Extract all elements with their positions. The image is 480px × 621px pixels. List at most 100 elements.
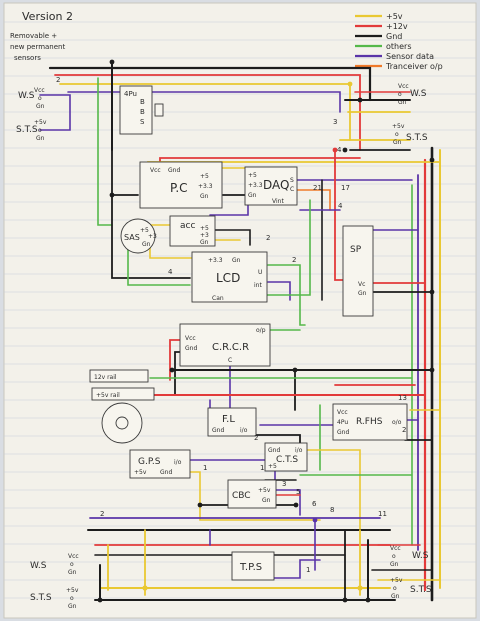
svg-text:21: 21 [313, 184, 322, 192]
cbc-label: CBC [232, 491, 251, 501]
speaker-inner [115, 416, 129, 430]
svg-text:+5: +5 [200, 173, 209, 180]
svg-text:3: 3 [282, 480, 286, 488]
svg-text:+5: +5 [268, 463, 277, 470]
subtitle-line-2: new permanent [10, 43, 65, 51]
cbc-box [227, 479, 277, 509]
rail-12v-label: 12v rail [94, 374, 117, 381]
ws-top-left-label: W.S [18, 91, 35, 101]
svg-text:Gn: Gn [398, 99, 407, 106]
svg-text:+5v: +5v [258, 487, 271, 494]
svg-text:o: o [38, 127, 42, 134]
svg-text:4: 4 [338, 202, 343, 210]
sts-top-right-label: S.T.S [406, 133, 428, 143]
sensor-labels: W.S Vcc o Gn S.T.S +5v o Gn W.S Vcc o Gn… [16, 83, 432, 610]
sts-top-left-label: S.T.S [16, 125, 38, 135]
crcr-box [179, 323, 271, 367]
gps-label: G.P.S [138, 457, 161, 467]
svg-text:Gnd: Gnd [268, 447, 280, 454]
svg-text:1: 1 [306, 566, 310, 574]
svg-text:Vcc: Vcc [398, 83, 409, 90]
sas-label: SAS [124, 233, 140, 242]
svg-text:4Pu: 4Pu [337, 419, 348, 426]
svg-text:B: B [140, 108, 145, 116]
svg-text:4: 4 [337, 146, 342, 154]
pc-label: P.C [170, 181, 188, 195]
svg-text:Gnd: Gnd [168, 167, 180, 174]
svg-text:2: 2 [292, 256, 296, 264]
svg-text:Vcc: Vcc [390, 545, 401, 552]
connector-block [119, 85, 153, 135]
svg-text:Gn: Gn [36, 103, 45, 110]
tps-box [231, 551, 275, 581]
svg-text:3: 3 [333, 118, 337, 126]
wire-number-labels: 2 3 4 4 17 21 2 2 4 1 1 2 3 5 6 8 11 13 … [56, 76, 407, 574]
legend-label-tranceiver: Tranceiver o/p [385, 62, 443, 71]
sp-label: SP [350, 245, 362, 255]
fl-label: F.L [222, 414, 235, 425]
svg-text:Gn: Gn [358, 290, 367, 297]
rail-5v-label: +5v rail [96, 392, 120, 399]
svg-text:13: 13 [398, 394, 407, 402]
subtitle-line-3: sensors [14, 54, 41, 62]
svg-text:17: 17 [341, 184, 350, 192]
svg-text:Vint: Vint [272, 198, 284, 205]
svg-text:+5: +5 [200, 225, 209, 232]
svg-text:o: o [70, 595, 74, 602]
gps-box [129, 449, 191, 479]
connector-plug [154, 103, 164, 117]
acc-box [169, 215, 216, 247]
component-labels: 4Pu B B S P.C Vcc Gnd +5 +3.3 Gn DAQ +5 … [94, 90, 402, 573]
rfhs-box [332, 403, 408, 441]
svg-text:i/o: i/o [240, 427, 248, 434]
svg-text:2: 2 [402, 426, 406, 434]
svg-text:i/o: i/o [295, 447, 303, 454]
subtitle-line-1: Removable + [10, 32, 57, 40]
fl-box [207, 407, 257, 437]
page-title: Version 2 [22, 10, 73, 23]
svg-text:6: 6 [312, 500, 317, 508]
legend-label-12v: +12v [386, 22, 408, 31]
svg-text:+5v: +5v [134, 469, 147, 476]
ws-bottom-left-label: W.S [30, 561, 47, 571]
svg-text:C: C [228, 357, 232, 364]
svg-text:+5v: +5v [392, 123, 405, 130]
svg-text:Vcc: Vcc [68, 553, 79, 560]
svg-text:Gn: Gn [200, 193, 209, 200]
svg-text:S: S [290, 177, 294, 184]
svg-text:Vcc: Vcc [337, 409, 348, 416]
daq-box [244, 166, 298, 206]
daq-label: DAQ [263, 178, 289, 192]
tps-label: T.P.S [239, 562, 262, 573]
svg-text:+5v: +5v [390, 577, 403, 584]
svg-text:o/p: o/p [256, 327, 266, 334]
rail-12v-box [89, 369, 149, 383]
crcr-label: C.R.C.R [212, 342, 249, 353]
svg-text:Gnd: Gnd [212, 427, 224, 434]
svg-text:Gnd: Gnd [337, 429, 349, 436]
svg-text:+3: +3 [200, 232, 209, 239]
svg-text:C: C [290, 186, 294, 193]
svg-text:Gn: Gn [36, 135, 45, 142]
lcd-label: LCD [216, 271, 240, 285]
legend-label-gnd: Gnd [386, 32, 402, 41]
svg-text:Gn: Gn [142, 241, 151, 248]
svg-text:Gn: Gn [391, 593, 400, 600]
svg-text:2: 2 [100, 510, 104, 518]
legend-label-5v: +5v [386, 12, 403, 21]
svg-text:o: o [70, 561, 74, 568]
svg-text:Can: Can [212, 295, 224, 302]
svg-text:1: 1 [260, 464, 264, 472]
svg-text:+5v: +5v [66, 587, 79, 594]
sas-circle [120, 218, 156, 254]
lcd-box [191, 251, 268, 303]
svg-text:o: o [395, 131, 399, 138]
svg-text:Gn: Gn [68, 603, 77, 610]
svg-text:8: 8 [330, 506, 334, 514]
legend-label-others: others [386, 42, 411, 51]
svg-text:+5: +5 [140, 227, 149, 234]
sp-box [342, 225, 374, 317]
svg-text:o: o [38, 95, 42, 102]
